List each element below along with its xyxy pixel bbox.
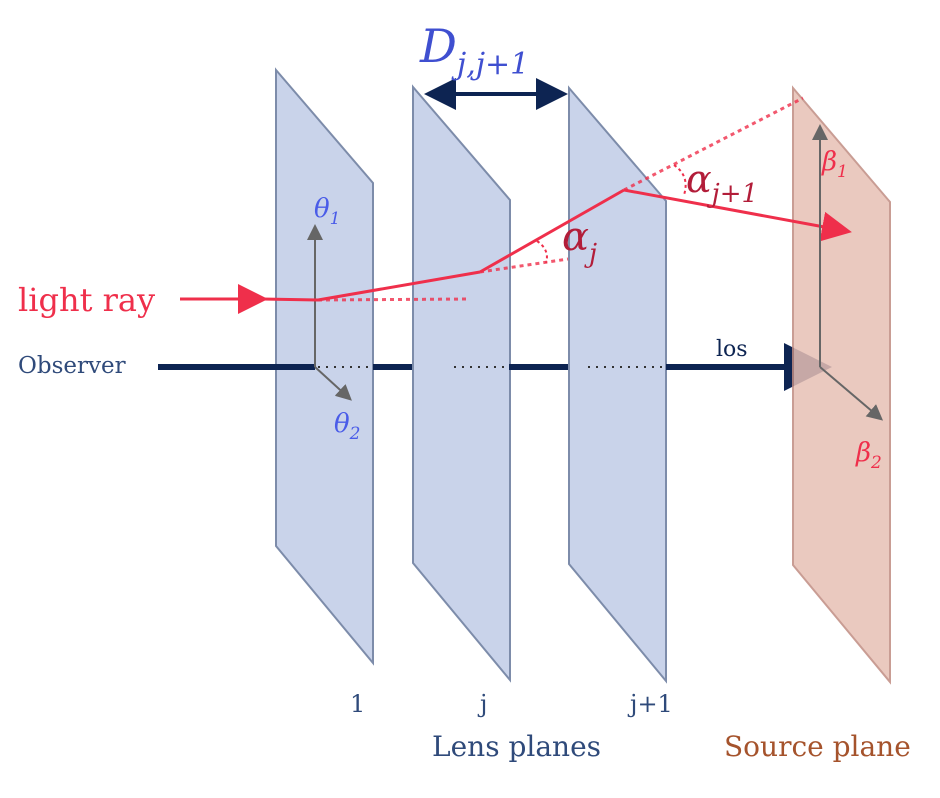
plane-number-j: j: [477, 690, 487, 718]
distance-label: Dj,j+1: [419, 19, 529, 82]
light-ray-segment-1: [317, 270, 481, 302]
alpha-j1-label: αj+1: [686, 157, 758, 209]
beta1-label: β1: [821, 147, 848, 182]
light-ray-segment-2: [479, 188, 625, 274]
plane-number-1: 1: [350, 690, 365, 718]
light-ray-label: light ray: [18, 281, 155, 319]
plane-number-j1: j+1: [627, 690, 673, 718]
alpha-j-label: αj: [562, 214, 597, 269]
source-plane-label: Source plane: [724, 730, 911, 763]
beta2-label: β2: [855, 438, 882, 473]
alpha-j-arc: [536, 240, 548, 264]
theta1-label: θ1: [314, 194, 340, 229]
light-ray-segment-3: [623, 188, 852, 242]
lens-plane-j1: [568, 85, 667, 684]
theta2-label: θ2: [334, 409, 360, 444]
beta2-axis: [819, 366, 884, 421]
los-label: los: [716, 337, 748, 362]
alpha-j1-arc: [673, 164, 687, 196]
lens-planes-label: Lens planes: [432, 730, 601, 763]
theta2-axis: [314, 366, 352, 401]
light-ray-segment-0: [261, 297, 319, 302]
light-ray-extension-3: [623, 96, 804, 192]
light-ray-extension-2: [479, 257, 569, 274]
lens-plane-1: [275, 67, 374, 666]
light-ray-extension-1: [317, 297, 471, 302]
observer-label: Observer: [18, 353, 126, 379]
lens-plane-j: [412, 84, 511, 683]
